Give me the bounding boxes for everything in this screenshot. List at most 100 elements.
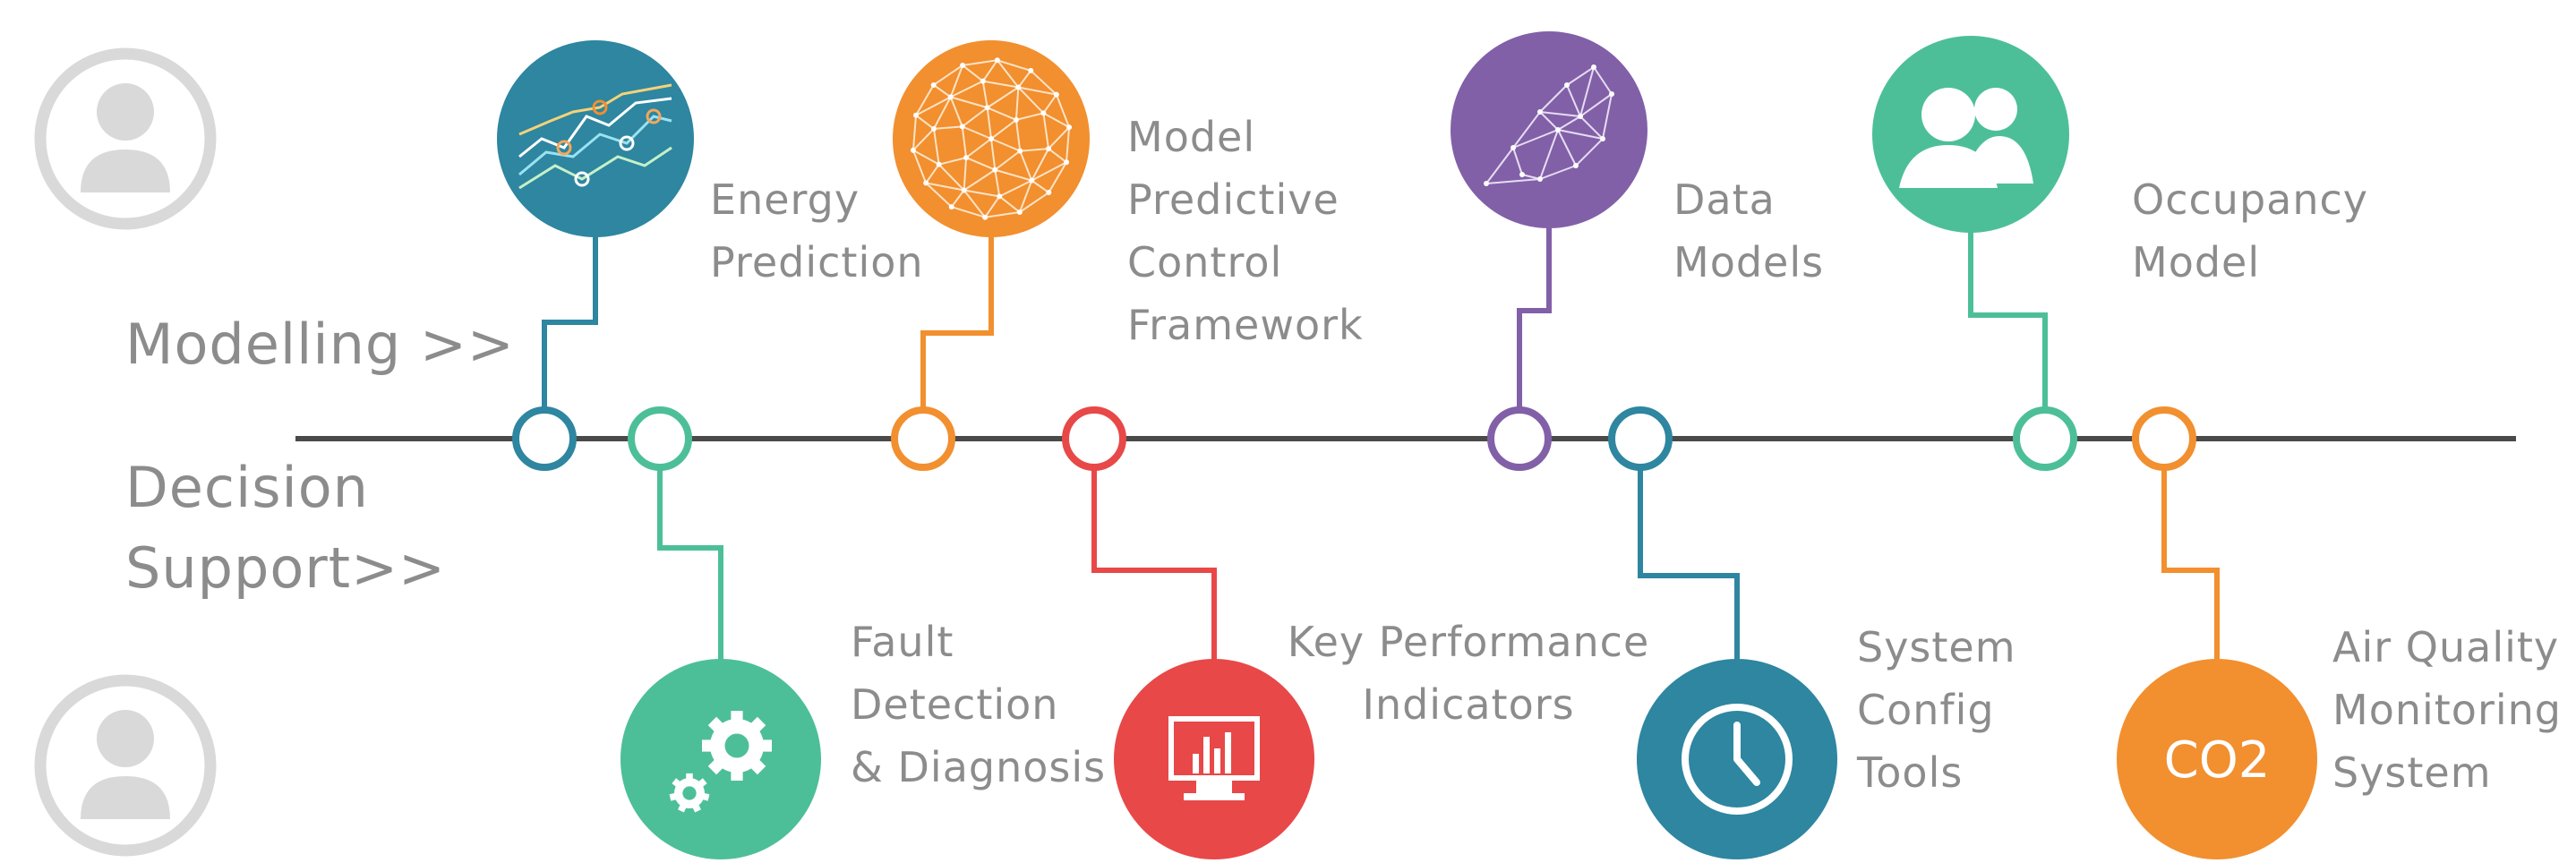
mesh-edge	[965, 138, 992, 158]
mesh-edge	[912, 149, 940, 166]
monitor-stand	[1196, 781, 1232, 793]
mesh-vertex	[1040, 110, 1047, 116]
connector-line	[920, 234, 994, 408]
mesh-edge	[949, 97, 963, 127]
mesh-edge	[1014, 87, 1020, 120]
label-line: Key Performance	[1287, 618, 1650, 666]
label-line: Prediction	[710, 238, 924, 286]
mesh-edge	[1048, 148, 1067, 164]
label-line: Data	[1673, 175, 1776, 224]
decision-support-row-label: Decision Support>>	[125, 448, 446, 609]
label-line: & Diagnosis	[851, 743, 1107, 791]
gear-shape	[669, 773, 710, 813]
mesh-edge	[1557, 129, 1577, 167]
graph-line	[518, 115, 672, 176]
mesh-edge	[937, 163, 965, 192]
mesh-edge	[1539, 111, 1559, 131]
mesh-vertex	[1013, 116, 1019, 123]
mesh-edge	[984, 211, 1021, 218]
person-head	[1974, 88, 2017, 131]
mesh-vertex	[988, 136, 994, 141]
mesh-edge	[1048, 126, 1070, 150]
mesh-edge	[998, 179, 1032, 198]
mesh-vertex	[1066, 124, 1073, 131]
mesh-edge	[994, 150, 1021, 171]
line-graph-icon	[497, 40, 694, 237]
mesh-vertex	[1600, 136, 1605, 141]
mesh-edge	[925, 182, 964, 192]
mesh-edge	[1017, 86, 1045, 115]
mesh-edge	[925, 182, 953, 208]
graph-dot	[574, 171, 590, 187]
mesh-edge	[1512, 147, 1523, 175]
mesh-edge	[962, 64, 984, 82]
mesh-vertex	[948, 204, 954, 210]
mesh-edge	[995, 168, 1032, 182]
connector-line	[657, 469, 723, 662]
modelling-label-line: Modelling >>	[125, 312, 515, 377]
timeline-node	[891, 406, 955, 471]
mesh-edge	[1014, 119, 1022, 151]
mesh-edge	[1017, 70, 1032, 89]
mesh-edge	[1575, 138, 1604, 167]
mesh-edge	[1485, 178, 1541, 184]
label-line: Monitoring	[2332, 686, 2562, 734]
mesh-vertex	[1064, 159, 1070, 166]
mesh-vertex	[982, 214, 988, 220]
timeline-node	[1608, 406, 1673, 471]
mesh-vertex	[1015, 84, 1022, 90]
mesh-edge	[990, 119, 1017, 140]
graph-line	[518, 97, 672, 158]
mesh-edge	[981, 59, 998, 82]
mesh-vertex	[912, 112, 919, 118]
gears-icon	[620, 659, 821, 859]
user-avatar-icon	[34, 47, 217, 230]
mesh-vertex	[1564, 82, 1570, 88]
mesh-vertex	[1573, 163, 1579, 168]
co2-icon: CO2	[2117, 659, 2317, 859]
support-label-line: Support>>	[125, 535, 446, 601]
mesh-edge	[1030, 70, 1057, 96]
mesh-vertex	[1017, 148, 1023, 154]
mesh-edge	[963, 189, 1000, 198]
model-predictive-control-label: Model Predictive Control Framework	[1127, 106, 1364, 356]
mesh-edge	[1539, 84, 1568, 113]
mesh-edge	[933, 96, 952, 130]
label-line: Indicators	[1362, 680, 1575, 729]
mesh-edge	[1042, 94, 1057, 114]
icon-disc	[2117, 659, 2317, 859]
mesh-edge	[994, 169, 1001, 197]
mesh-vertex	[1046, 146, 1052, 152]
mesh-edge	[962, 59, 998, 66]
clock-hands	[1733, 722, 1760, 786]
label-line: Occupancy	[2132, 175, 2368, 224]
timeline-node	[2132, 406, 2196, 471]
mesh-edge	[951, 206, 986, 218]
decision-label-line: Decision	[125, 455, 369, 520]
timeline-node	[1062, 406, 1126, 471]
person-head	[1921, 88, 1975, 141]
mesh-vertex	[980, 78, 986, 84]
graph-dot	[646, 108, 662, 124]
wireframe-mesh-icon	[1451, 31, 1647, 228]
mesh-edge	[1055, 94, 1070, 128]
occupancy-model-label: Occupancy Model	[2132, 168, 2368, 294]
gear-shape	[702, 711, 772, 781]
mesh-edge	[1031, 179, 1049, 193]
mesh-edge	[962, 107, 988, 128]
monitor-bar	[1203, 737, 1210, 773]
mesh-vertex	[1555, 127, 1561, 132]
icon-disc	[1451, 31, 1647, 228]
mesh-vertex	[960, 62, 966, 68]
mesh-edge	[1019, 150, 1033, 181]
avatar-body	[81, 150, 170, 192]
monitor-bar	[1193, 754, 1199, 773]
mesh-edge	[963, 158, 968, 191]
label-line: Control	[1127, 238, 1283, 286]
label-line: Fault	[851, 618, 954, 666]
mesh-edge	[1566, 66, 1595, 86]
person-body	[1899, 145, 1998, 188]
mesh-edge	[963, 189, 986, 218]
label-line: Detection	[851, 680, 1059, 729]
mesh-edge	[997, 59, 1031, 72]
